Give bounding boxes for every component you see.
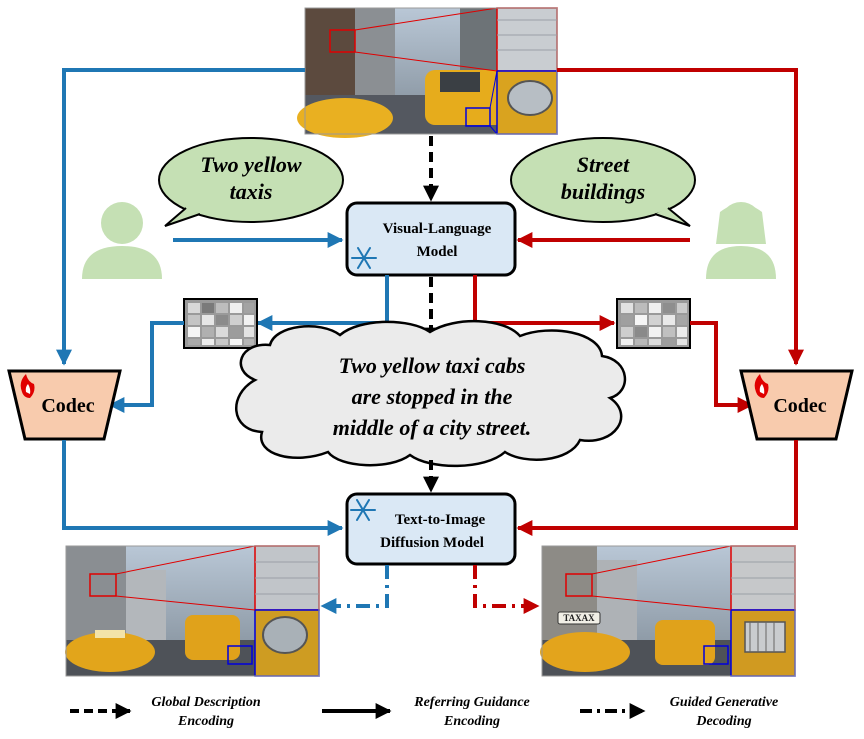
codec-left: Codec bbox=[7, 369, 122, 441]
cloud-caption-line3: middle of a city street. bbox=[333, 415, 532, 440]
vlm-label-line1: Visual-Language bbox=[383, 221, 492, 237]
vlm-to-right-map-arrow bbox=[473, 275, 616, 331]
speech-right-line2: buildings bbox=[561, 179, 645, 204]
female-user-icon bbox=[706, 202, 776, 279]
speech-bubble-right: Street buildings bbox=[510, 137, 696, 227]
caption-cloud: Two yellow taxi cabs are stopped in the … bbox=[235, 319, 627, 468]
legend-solid-line1: Referring Guidance bbox=[413, 695, 530, 710]
flame-icon bbox=[754, 374, 769, 398]
output-photo-left bbox=[65, 545, 320, 677]
guidance-map-right bbox=[616, 298, 691, 349]
legend-dashed-line2: Encoding bbox=[177, 714, 234, 729]
left-codec-to-t2i-arrow bbox=[62, 440, 344, 536]
taxi-sign-text: TAXAX bbox=[563, 613, 595, 623]
male-user-icon bbox=[82, 202, 162, 279]
input-photo bbox=[297, 7, 558, 138]
legend-solid-line2: Encoding bbox=[443, 714, 500, 729]
cloud-caption-line1: Two yellow taxi cabs bbox=[339, 353, 526, 378]
speech-left-line1: Two yellow bbox=[200, 152, 302, 177]
t2i-label-line2: Diffusion Model bbox=[380, 535, 484, 551]
vlm-to-left-map-arrow bbox=[256, 275, 389, 331]
t2i-to-right-output-arrow bbox=[473, 565, 540, 614]
input-to-right-codec-arrow bbox=[557, 68, 804, 366]
snowflake-icon bbox=[350, 499, 376, 521]
legend-dashdot-line1: Guided Generative bbox=[670, 695, 778, 710]
legend: Global Description Encoding Referring Gu… bbox=[70, 695, 778, 729]
guidance-map-left bbox=[183, 298, 258, 349]
codec-right-label: Codec bbox=[773, 395, 826, 417]
t2i-box: Text-to-Image Diffusion Model bbox=[345, 492, 517, 566]
snowflake-icon bbox=[351, 247, 377, 269]
vlm-box: Visual-Language Model bbox=[345, 201, 517, 277]
flame-icon bbox=[20, 374, 35, 398]
output-photo-right: TAXAX bbox=[540, 545, 796, 677]
speech-left-line2: taxis bbox=[230, 179, 273, 204]
left-map-to-codec-arrow bbox=[108, 321, 184, 413]
right-codec-to-t2i-arrow bbox=[516, 440, 798, 536]
vlm-label-line2: Model bbox=[417, 244, 458, 260]
speech-right-line1: Street bbox=[577, 152, 630, 177]
speech-bubble-left: Two yellow taxis bbox=[158, 137, 344, 227]
legend-dashed-line1: Global Description bbox=[151, 695, 260, 710]
codec-left-label: Codec bbox=[41, 395, 94, 417]
cloud-caption-line2: are stopped in the bbox=[352, 384, 513, 409]
right-map-to-codec-arrow bbox=[690, 321, 754, 413]
input-to-left-codec-arrow bbox=[56, 68, 305, 366]
codec-right: Codec bbox=[739, 369, 854, 441]
legend-dashdot-line2: Decoding bbox=[695, 714, 751, 729]
t2i-to-left-output-arrow bbox=[320, 565, 389, 614]
t2i-label-line1: Text-to-Image bbox=[395, 512, 486, 528]
